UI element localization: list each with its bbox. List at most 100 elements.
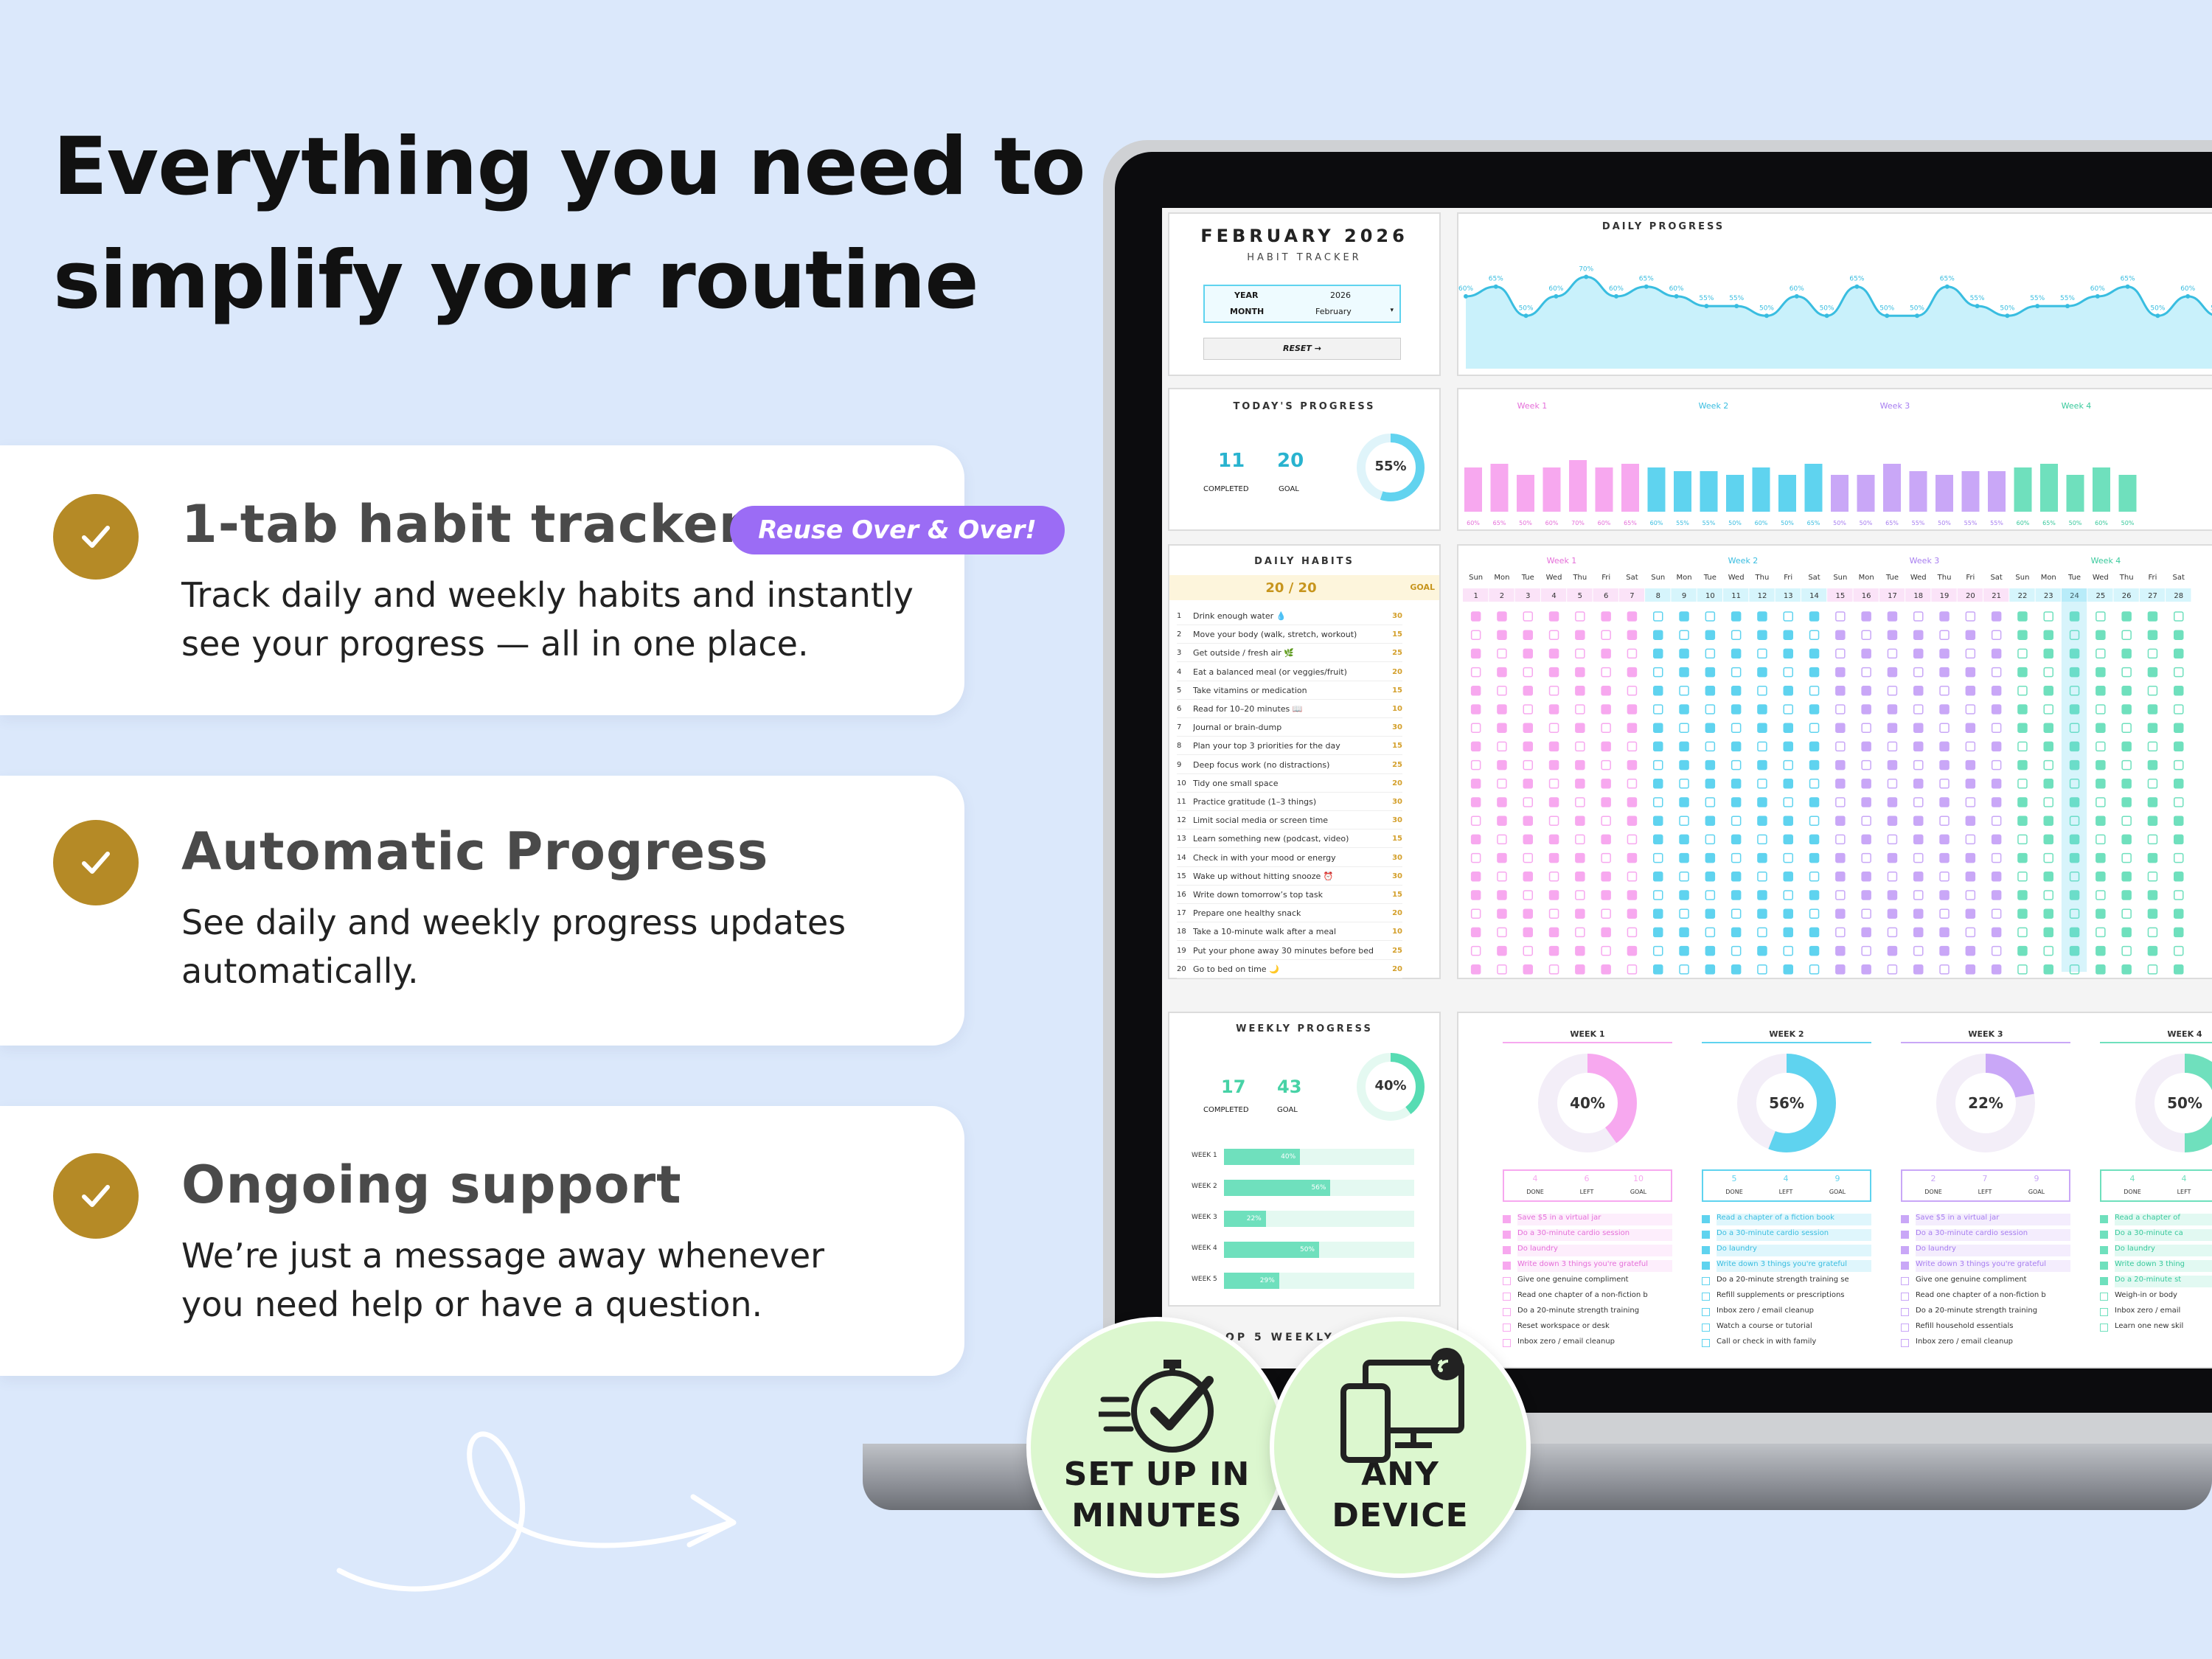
- habit-checkbox[interactable]: [1523, 908, 1533, 919]
- habit-checkbox[interactable]: [1575, 815, 1585, 826]
- habit-checkbox[interactable]: [1835, 964, 1846, 975]
- weekly-task-checkbox[interactable]: [1503, 1231, 1511, 1239]
- habit-checkbox[interactable]: [2096, 759, 2106, 771]
- habit-checkbox[interactable]: [2174, 945, 2184, 956]
- habit-checkbox[interactable]: [1809, 797, 1820, 807]
- habit-checkbox[interactable]: [1939, 779, 1950, 789]
- habit-checkbox[interactable]: [1548, 945, 1559, 956]
- habit-checkbox[interactable]: [1705, 964, 1716, 975]
- habit-name[interactable]: Take a 10-minute walk after a meal: [1193, 927, 1337, 937]
- habit-name[interactable]: Check in with your mood or energy: [1193, 852, 1336, 863]
- habit-checkbox[interactable]: [1887, 611, 1898, 622]
- habit-checkbox[interactable]: [1939, 890, 1950, 900]
- habit-checkbox[interactable]: [1653, 797, 1663, 807]
- weekly-task-checkbox[interactable]: [2100, 1324, 2108, 1332]
- habit-checkbox[interactable]: [1601, 630, 1611, 640]
- habit-checkbox[interactable]: [1627, 927, 1638, 938]
- habit-checkbox[interactable]: [1757, 741, 1767, 752]
- habit-checkbox[interactable]: [2096, 686, 2106, 696]
- habit-checkbox[interactable]: [1965, 704, 1976, 714]
- habit-checkbox[interactable]: [1887, 834, 1898, 845]
- habit-checkbox[interactable]: [1497, 759, 1507, 771]
- habit-checkbox[interactable]: [1887, 704, 1898, 714]
- habit-checkbox[interactable]: [2069, 797, 2080, 807]
- habit-checkbox[interactable]: [1731, 704, 1742, 714]
- habit-checkbox[interactable]: [1835, 927, 1846, 938]
- habit-checkbox[interactable]: [1991, 834, 2002, 845]
- habit-checkbox[interactable]: [1601, 779, 1611, 789]
- chevron-down-icon[interactable]: ▾: [1390, 307, 1394, 314]
- habit-checkbox[interactable]: [1497, 630, 1507, 640]
- habit-checkbox[interactable]: [1653, 648, 1663, 659]
- habit-name[interactable]: Practice gratitude (1–3 things): [1193, 797, 1317, 807]
- habit-checkbox[interactable]: [1835, 611, 1846, 622]
- habit-checkbox[interactable]: [1601, 686, 1611, 696]
- habit-checkbox[interactable]: [2043, 759, 2053, 771]
- habit-checkbox[interactable]: [1809, 834, 1820, 845]
- habit-checkbox[interactable]: [2121, 667, 2132, 678]
- habit-checkbox[interactable]: [1705, 648, 1716, 659]
- habit-checkbox[interactable]: [1548, 797, 1559, 807]
- habit-checkbox[interactable]: [1548, 741, 1559, 752]
- habit-checkbox[interactable]: [2147, 945, 2158, 956]
- habit-checkbox[interactable]: [1861, 908, 1871, 919]
- habit-checkbox[interactable]: [1887, 890, 1898, 900]
- habit-checkbox[interactable]: [1991, 630, 2002, 640]
- habit-checkbox[interactable]: [1757, 945, 1767, 956]
- habit-checkbox[interactable]: [1991, 723, 2002, 733]
- habit-checkbox[interactable]: [2043, 908, 2053, 919]
- habit-checkbox[interactable]: [2174, 852, 2184, 863]
- habit-checkbox[interactable]: [2174, 611, 2184, 622]
- weekly-task-checkbox[interactable]: [2100, 1231, 2108, 1239]
- habit-checkbox[interactable]: [1601, 927, 1611, 938]
- habit-checkbox[interactable]: [1470, 797, 1481, 807]
- habit-checkbox[interactable]: [1470, 741, 1481, 752]
- habit-checkbox[interactable]: [2147, 759, 2158, 771]
- habit-checkbox[interactable]: [1861, 964, 1871, 975]
- habit-checkbox[interactable]: [1757, 630, 1767, 640]
- habit-checkbox[interactable]: [1757, 704, 1767, 714]
- habit-checkbox[interactable]: [1497, 741, 1507, 752]
- habit-checkbox[interactable]: [1497, 779, 1507, 789]
- habit-checkbox[interactable]: [1679, 759, 1689, 771]
- habit-checkbox[interactable]: [1939, 852, 1950, 863]
- habit-checkbox[interactable]: [1523, 611, 1533, 622]
- habit-name[interactable]: Write down tomorrow’s top task: [1193, 890, 1323, 900]
- habit-checkbox[interactable]: [2096, 872, 2106, 882]
- habit-name[interactable]: Get outside / fresh air 🌿: [1193, 648, 1294, 658]
- habit-checkbox[interactable]: [1965, 927, 1976, 938]
- habit-checkbox[interactable]: [1783, 872, 1793, 882]
- habit-checkbox[interactable]: [1731, 611, 1742, 622]
- habit-checkbox[interactable]: [1548, 890, 1559, 900]
- habit-checkbox[interactable]: [1705, 872, 1716, 882]
- habit-name[interactable]: Journal or brain-dump: [1193, 723, 1282, 733]
- habit-checkbox[interactable]: [2174, 815, 2184, 826]
- habit-checkbox[interactable]: [2147, 890, 2158, 900]
- habit-checkbox[interactable]: [1470, 815, 1481, 826]
- habit-checkbox[interactable]: [1939, 741, 1950, 752]
- habit-checkbox[interactable]: [1470, 890, 1481, 900]
- habit-checkbox[interactable]: [1575, 741, 1585, 752]
- habit-checkbox[interactable]: [1913, 815, 1924, 826]
- habit-checkbox[interactable]: [1601, 797, 1611, 807]
- habit-checkbox[interactable]: [1861, 834, 1871, 845]
- habit-checkbox[interactable]: [1627, 908, 1638, 919]
- habit-checkbox[interactable]: [1965, 611, 1976, 622]
- habit-checkbox[interactable]: [1679, 815, 1689, 826]
- habit-checkbox[interactable]: [1887, 779, 1898, 789]
- habit-checkbox[interactable]: [1548, 611, 1559, 622]
- habit-checkbox[interactable]: [2147, 815, 2158, 826]
- weekly-task-checkbox[interactable]: [1901, 1231, 1909, 1239]
- weekly-task-checkbox[interactable]: [1702, 1339, 1710, 1347]
- habit-checkbox[interactable]: [1991, 741, 2002, 752]
- habit-checkbox[interactable]: [2043, 648, 2053, 659]
- habit-checkbox[interactable]: [1887, 797, 1898, 807]
- reset-button[interactable]: RESET →: [1203, 338, 1401, 360]
- habit-checkbox[interactable]: [2174, 630, 2184, 640]
- habit-checkbox[interactable]: [1653, 667, 1663, 678]
- habit-checkbox[interactable]: [1939, 797, 1950, 807]
- habit-checkbox[interactable]: [1939, 908, 1950, 919]
- habit-name[interactable]: Wake up without hitting snooze ⏰: [1193, 871, 1334, 881]
- weekly-task-checkbox[interactable]: [1702, 1246, 1710, 1254]
- habit-checkbox[interactable]: [1679, 872, 1689, 882]
